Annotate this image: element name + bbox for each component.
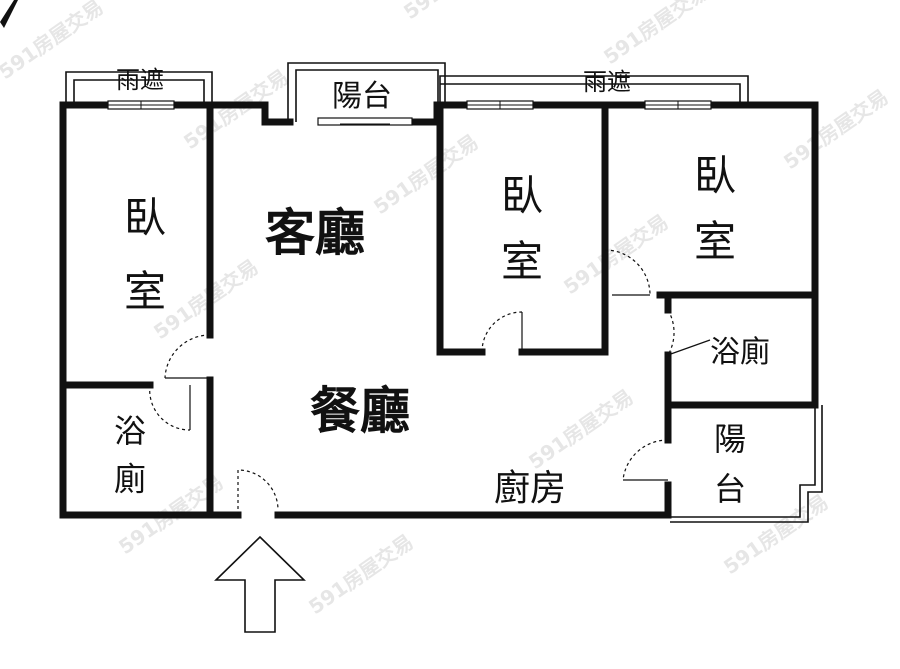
dining-room-label: 餐廳 <box>310 382 410 440</box>
watermark: 591房屋交易 <box>399 0 512 24</box>
rain-shelter-right <box>439 75 749 105</box>
doors <box>149 249 711 515</box>
balcony-top-outline <box>287 62 446 122</box>
kitchen-label: 廚房 <box>494 468 566 509</box>
bathroom-right-label: 浴廁 <box>710 335 770 370</box>
balcony-top-label: 陽台 <box>332 79 392 114</box>
bathroom-left-label: 浴 <box>114 412 146 450</box>
watermark: 591房屋交易 <box>524 385 637 474</box>
bathroom-left-label: 廁 <box>114 460 146 498</box>
bedroom-middle-label: 室 <box>501 237 543 286</box>
rain-shelter-right-label: 雨遮 <box>583 68 631 96</box>
corner-mark <box>0 0 18 28</box>
balcony-right-outline <box>670 405 823 523</box>
bedroom-right-label: 室 <box>694 217 736 266</box>
rain-shelter-left <box>65 71 213 105</box>
rain-shelter-left-label: 雨遮 <box>116 66 164 94</box>
walls <box>59 101 819 519</box>
watermark: 591房屋交易 <box>149 255 262 344</box>
bedroom-left-label: 室 <box>124 267 166 316</box>
living-room-label: 客廳 <box>265 204 365 262</box>
watermark: 591房屋交易 <box>179 65 292 154</box>
bedroom-middle-label: 臥 <box>501 171 543 220</box>
balcony-right-label: 台 <box>714 470 746 508</box>
watermark: 591房屋交易 <box>779 85 892 174</box>
bedroom-left-label: 臥 <box>124 193 166 242</box>
windows <box>107 100 712 126</box>
entrance-arrow-icon <box>214 535 306 633</box>
bedroom-right-label: 臥 <box>694 151 736 200</box>
watermark: 591房屋交易 <box>369 130 482 219</box>
watermark: 591房屋交易 <box>304 530 417 619</box>
balcony-right-label: 陽 <box>714 420 746 458</box>
watermark: 591房屋交易 <box>599 0 712 69</box>
watermark: 591房屋交易 <box>559 210 672 299</box>
